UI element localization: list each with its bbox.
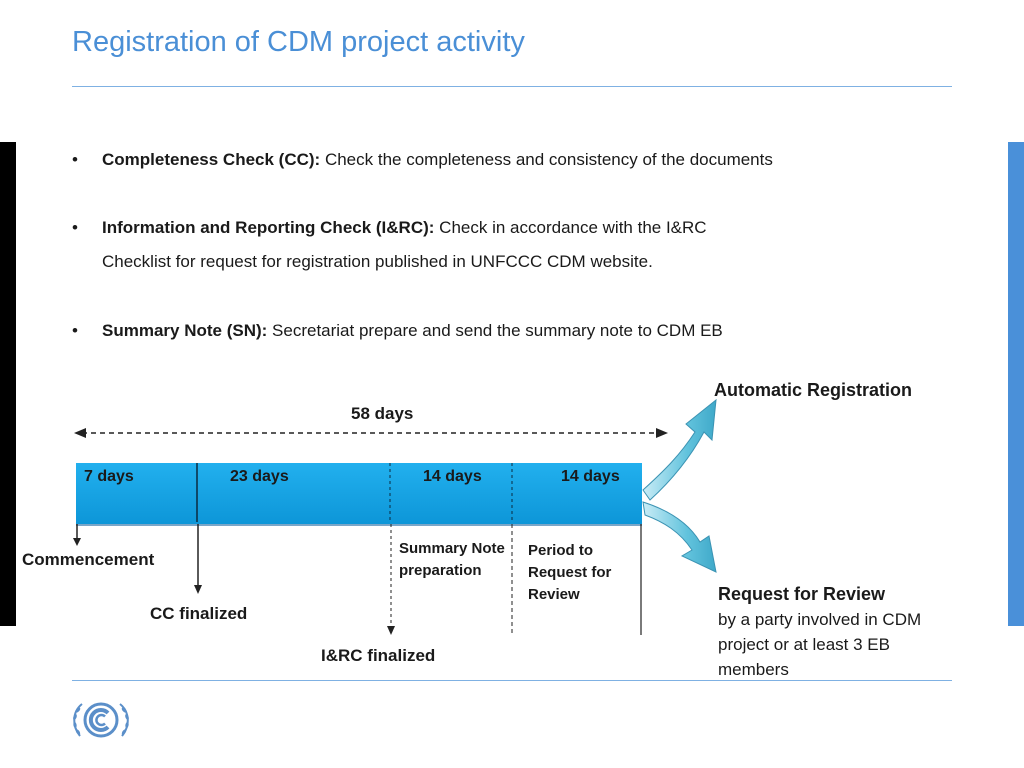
segment-irc-duration: 23 days xyxy=(230,468,289,485)
cc-finalized-arrow xyxy=(194,524,202,594)
commencement-label: Commencement xyxy=(22,550,155,569)
commencement-arrow xyxy=(73,524,81,546)
irc-finalized-label: I&RC finalized xyxy=(321,646,436,665)
bullet-text: Check the completeness and consistency o… xyxy=(320,150,773,169)
irc-finalized-arrow xyxy=(387,524,395,635)
bullet-summary-note: • Summary Note (SN): Secretariat prepare… xyxy=(72,314,952,348)
review-title: Request for Review xyxy=(718,584,886,604)
total-duration-span xyxy=(74,428,668,438)
bullet-term: Completeness Check (CC): xyxy=(102,150,321,169)
segment-cc-duration: 7 days xyxy=(84,468,134,485)
request-review-arrow xyxy=(642,501,717,573)
right-accent-bar xyxy=(1008,142,1024,626)
review-detail: by a party involved in CDM project or at… xyxy=(718,610,922,679)
slide-title: Registration of CDM project activity xyxy=(72,26,525,58)
unfccc-logo-icon xyxy=(73,702,129,738)
segment-review-duration: 14 days xyxy=(561,468,620,485)
automatic-registration-label: Automatic Registration xyxy=(714,380,913,400)
bullet-text: Secretariat prepare and send the summary… xyxy=(267,321,723,340)
automatic-registration-arrow xyxy=(642,398,717,501)
bullet-term: Summary Note (SN): xyxy=(102,321,268,340)
cc-finalized-label: CC finalized xyxy=(150,604,248,623)
total-duration-label: 58 days xyxy=(351,404,414,423)
bullet-information-reporting-check: • Information and Reporting Check (I&RC)… xyxy=(72,211,952,279)
bullet-dot: • xyxy=(72,150,78,169)
title-rule xyxy=(72,86,952,87)
left-accent-bar xyxy=(0,142,16,626)
bullet-text: Check in accordance with the I&RC xyxy=(434,218,707,237)
bullet-dot: • xyxy=(72,321,78,340)
summary-note-phase-label: Summary Note preparation xyxy=(399,540,505,579)
request-for-review-text: Request for Review by a party involved i… xyxy=(718,582,933,682)
bullet-term: Information and Reporting Check (I&RC): xyxy=(102,218,435,237)
bullet-dot: • xyxy=(72,218,78,237)
timeline-bar xyxy=(76,463,642,526)
review-period-phase-label: Period to Request for Review xyxy=(528,542,612,603)
segment-sn-duration: 14 days xyxy=(423,468,482,485)
bullet-text-line2: Checklist for request for registration p… xyxy=(102,252,653,271)
footer-rule xyxy=(72,680,952,681)
bullet-completeness-check: • Completeness Check (CC): Check the com… xyxy=(72,143,952,177)
